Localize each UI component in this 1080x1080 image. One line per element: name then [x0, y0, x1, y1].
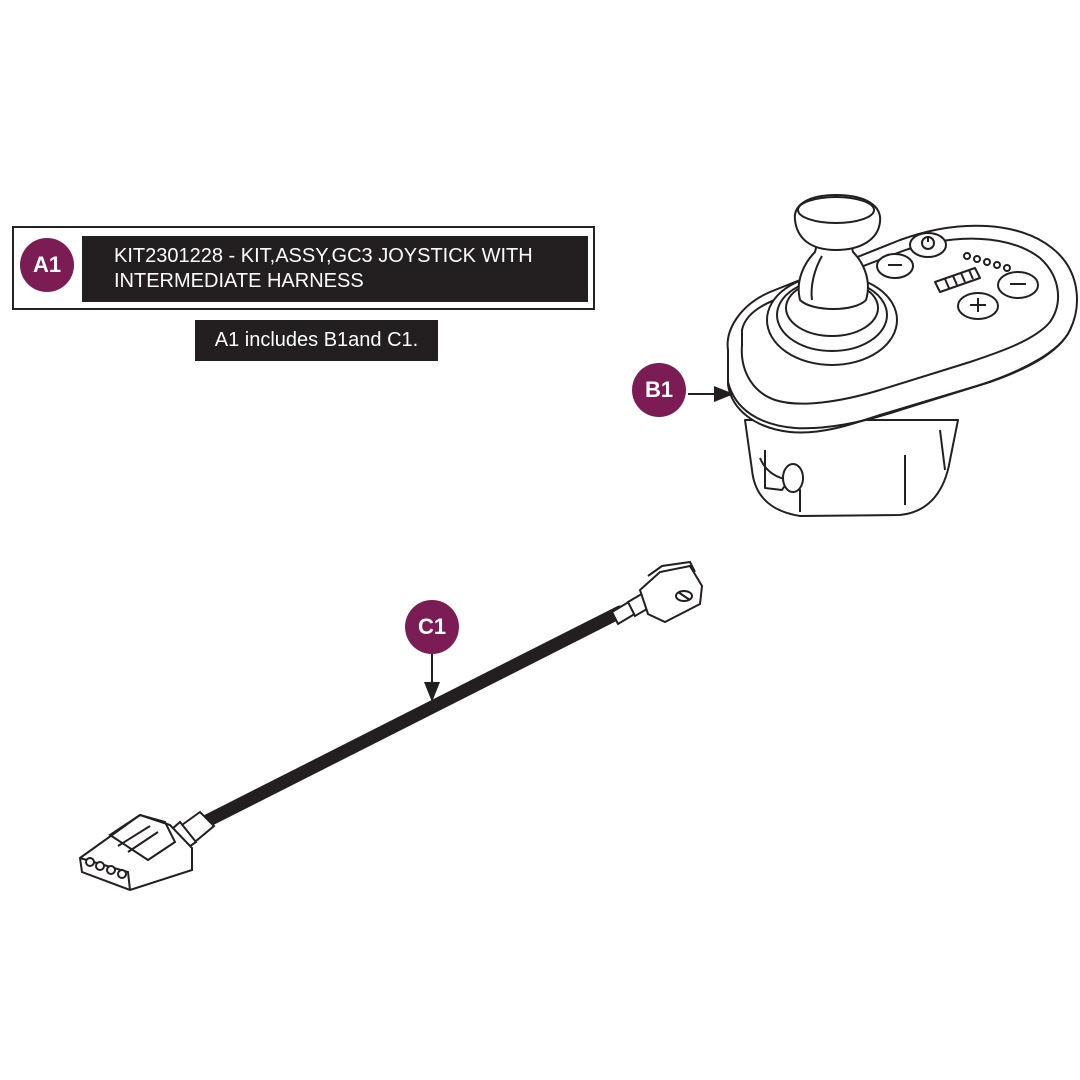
joystick-controller-icon [726, 194, 1078, 517]
kit-description: KIT2301228 - KIT,ASSY,GC3 JOYSTICK WITH … [82, 236, 588, 302]
harness-cable-icon [78, 560, 704, 892]
callout-c1: C1 [405, 600, 459, 654]
kit-description-line1: KIT2301228 - KIT,ASSY,GC3 JOYSTICK WITH [114, 245, 533, 267]
kit-note: A1 includes B1and C1. [195, 320, 438, 361]
callout-b1: B1 [632, 363, 686, 417]
callout-a1: A1 [20, 238, 74, 292]
kit-description-line2: INTERMEDIATE HARNESS [114, 270, 364, 292]
